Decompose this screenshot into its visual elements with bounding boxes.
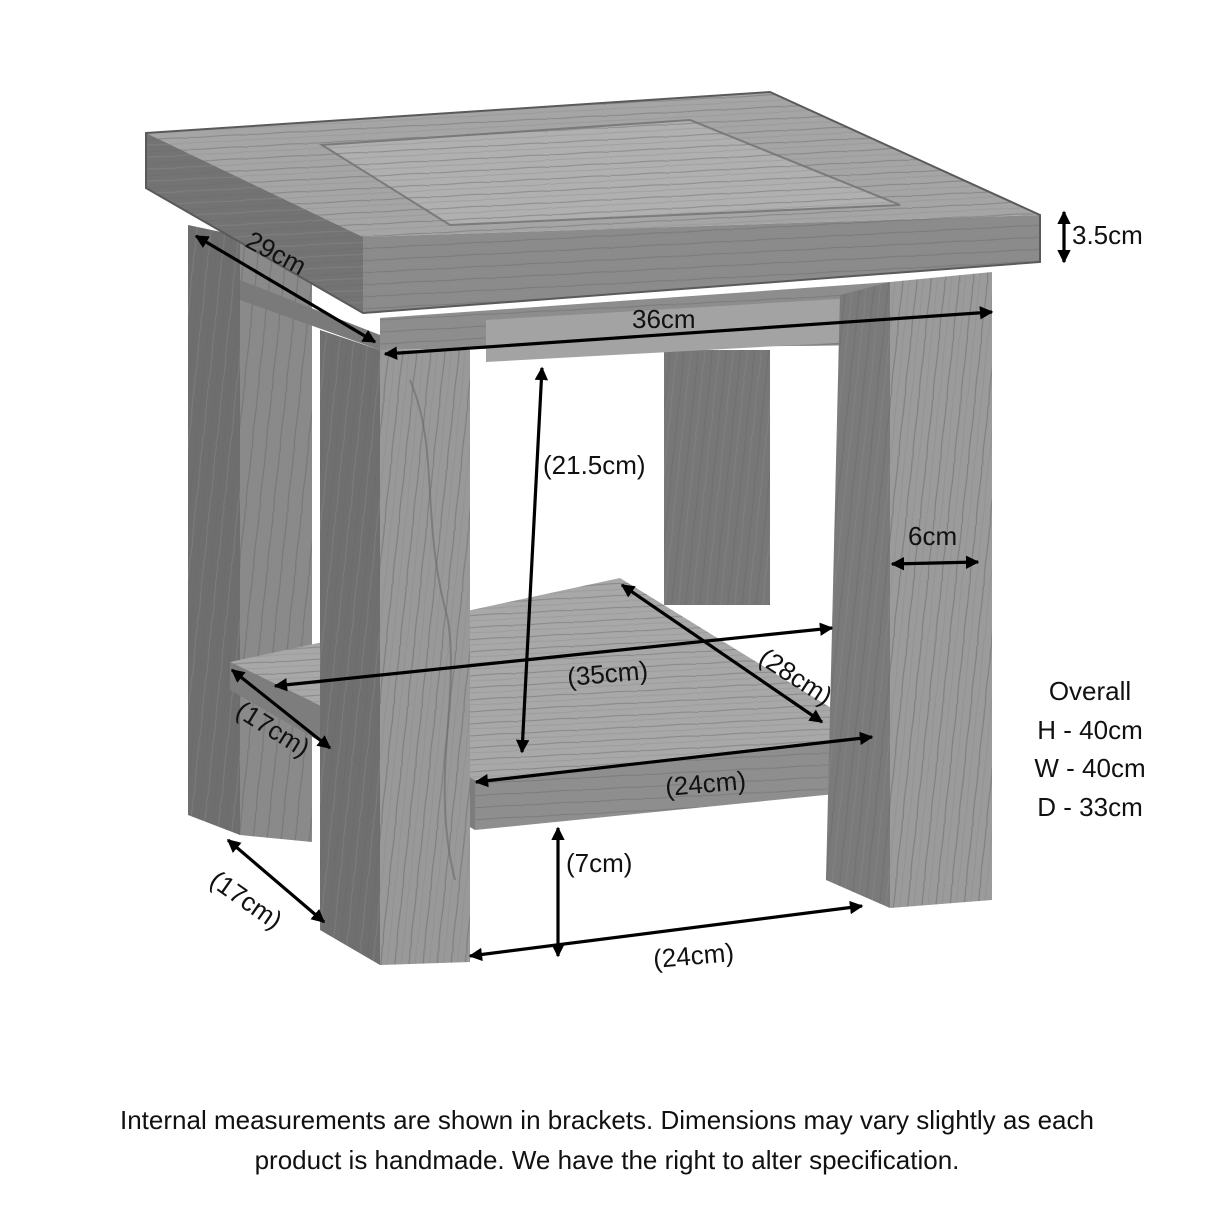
overall-width: W - 40cm <box>1034 753 1146 783</box>
overall-heading: Overall <box>1048 676 1132 706</box>
overall-dimensions-block: Overall H - 40cm W - 40cm D - 33cm <box>1000 672 1180 826</box>
shelf-depth-arrow <box>620 583 824 724</box>
side-table-illustration <box>145 90 1041 965</box>
footnote-line-1: Internal measurements are shown in brack… <box>120 1105 1094 1135</box>
shelf-width-label: (35cm) <box>566 655 649 692</box>
footnote-line-2: product is handmade. We have the right t… <box>254 1145 960 1175</box>
back-right-leg <box>664 350 770 605</box>
shelf-front-width-label: (24cm) <box>664 765 747 802</box>
overall-depth: D - 33cm <box>1037 791 1143 822</box>
leg-width-arrow <box>890 555 980 571</box>
shelf-front-width-arrow <box>474 731 874 788</box>
base-side-depth-label: (17cm) <box>205 864 288 935</box>
dimension-arrows <box>194 210 1071 962</box>
width-top-arrow <box>383 306 994 360</box>
front-left-leg <box>320 330 470 965</box>
width-top-label: 36cm <box>632 304 696 334</box>
measurement-footnote: Internal measurements are shown in brack… <box>0 1100 1214 1180</box>
base-front-width-arrow <box>468 900 864 962</box>
base-front-width-label: (24cm) <box>652 937 735 974</box>
depth-top-arrow <box>194 234 377 344</box>
front-right-leg <box>826 272 992 908</box>
shelf-gap-height-label: (21.5cm) <box>543 450 646 480</box>
overall-height: H - 40cm <box>1037 714 1143 745</box>
top-thickness-label: 3.5cm <box>1072 220 1143 250</box>
shelf-side-depth-arrow <box>230 668 332 750</box>
floor-clearance-label: (7cm) <box>566 848 632 878</box>
leg-width-label: 6cm <box>908 521 957 551</box>
base-side-depth-arrow <box>226 838 326 924</box>
